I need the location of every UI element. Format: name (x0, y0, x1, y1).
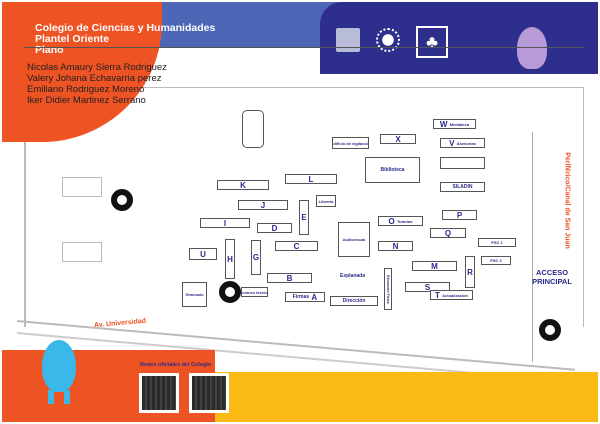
building-e[interactable]: E (299, 200, 309, 235)
building-m[interactable]: M (412, 261, 457, 271)
building-libreria[interactable]: Librería (316, 195, 336, 207)
footer-yellow-panel (215, 372, 598, 422)
building-c[interactable]: C (275, 241, 318, 251)
redes-label: Redes oficiales del Colegio (140, 362, 212, 368)
unam-logo-icon (336, 28, 360, 52)
building-o[interactable]: O Tutorías (378, 216, 423, 226)
building-r[interactable]: R (465, 256, 475, 288)
building-h[interactable]: H (225, 239, 235, 279)
building-psc1[interactable]: PSC 1 (478, 238, 516, 247)
sports-field (62, 177, 102, 197)
cch-oriente-tree-logo-icon: ♣ (416, 26, 448, 58)
building-block[interactable] (440, 157, 485, 169)
campus-boundary (24, 87, 584, 327)
building-biblioteca[interactable]: Biblioteca (365, 157, 420, 183)
mascot-leg (64, 390, 70, 404)
building-vigilancia[interactable]: Edificio de vigilancia (332, 137, 369, 149)
building-w[interactable]: W Mediateca (433, 119, 476, 129)
building-a[interactable]: Firmas A (285, 292, 325, 302)
building-x[interactable]: X (380, 134, 416, 144)
building-opciones-tecnicas[interactable]: Opciones técnicas (241, 287, 268, 297)
explanada-label: Explanada (340, 273, 366, 279)
logo-panel (320, 2, 598, 74)
purple-mascot-icon (517, 27, 547, 69)
building-p[interactable]: P (442, 210, 477, 220)
cch-logo-icon (376, 28, 400, 52)
building-j[interactable]: J (238, 200, 288, 210)
building-direccion[interactable]: Dirección (330, 296, 378, 306)
building-i[interactable]: I (200, 218, 250, 228)
authors-list: Nicolas Amaury Sierra Rodriguez Valery J… (27, 62, 167, 106)
building-gimnasio[interactable]: Gimnasio (182, 282, 207, 307)
qr-code-1[interactable] (139, 373, 179, 413)
periferico-street-label: Periférico/Canal de San Juan (563, 152, 571, 249)
building-q[interactable]: Q (430, 228, 466, 238)
building-d[interactable]: D (257, 223, 292, 233)
building-b[interactable]: B (267, 273, 312, 283)
building-n[interactable]: N (378, 241, 413, 251)
building-l[interactable]: L (285, 174, 337, 184)
building-k[interactable]: K (217, 180, 269, 190)
building-g[interactable]: G (251, 240, 261, 275)
building-psc2[interactable]: PSC 2 (481, 256, 511, 265)
page-title: Colegio de Ciencias y Humanidades Plante… (35, 22, 216, 56)
qr-code-2[interactable] (189, 373, 229, 413)
sports-field (62, 242, 102, 262)
footer-orange-panel (2, 350, 215, 422)
building-s[interactable]: S (405, 282, 450, 292)
acceso-principal-label: ACCESO PRINCIPAL (532, 268, 572, 286)
building-audiovisual[interactable]: Audiovisual (338, 222, 370, 257)
blue-mascot-icon (42, 340, 76, 392)
location-marker[interactable] (539, 319, 561, 341)
building-educacion-fisica[interactable]: Educación Física (384, 268, 392, 310)
location-marker[interactable] (219, 281, 241, 303)
divider (24, 47, 584, 48)
building-siladin[interactable]: SILADIN (440, 182, 485, 192)
building-u[interactable]: U (189, 248, 217, 260)
mascot-leg (48, 390, 54, 404)
building-v[interactable]: V Asesorías (440, 138, 485, 148)
court (242, 110, 264, 148)
road-line (532, 132, 533, 362)
building-t[interactable]: T Actualización (430, 290, 473, 300)
location-marker[interactable] (111, 189, 133, 211)
